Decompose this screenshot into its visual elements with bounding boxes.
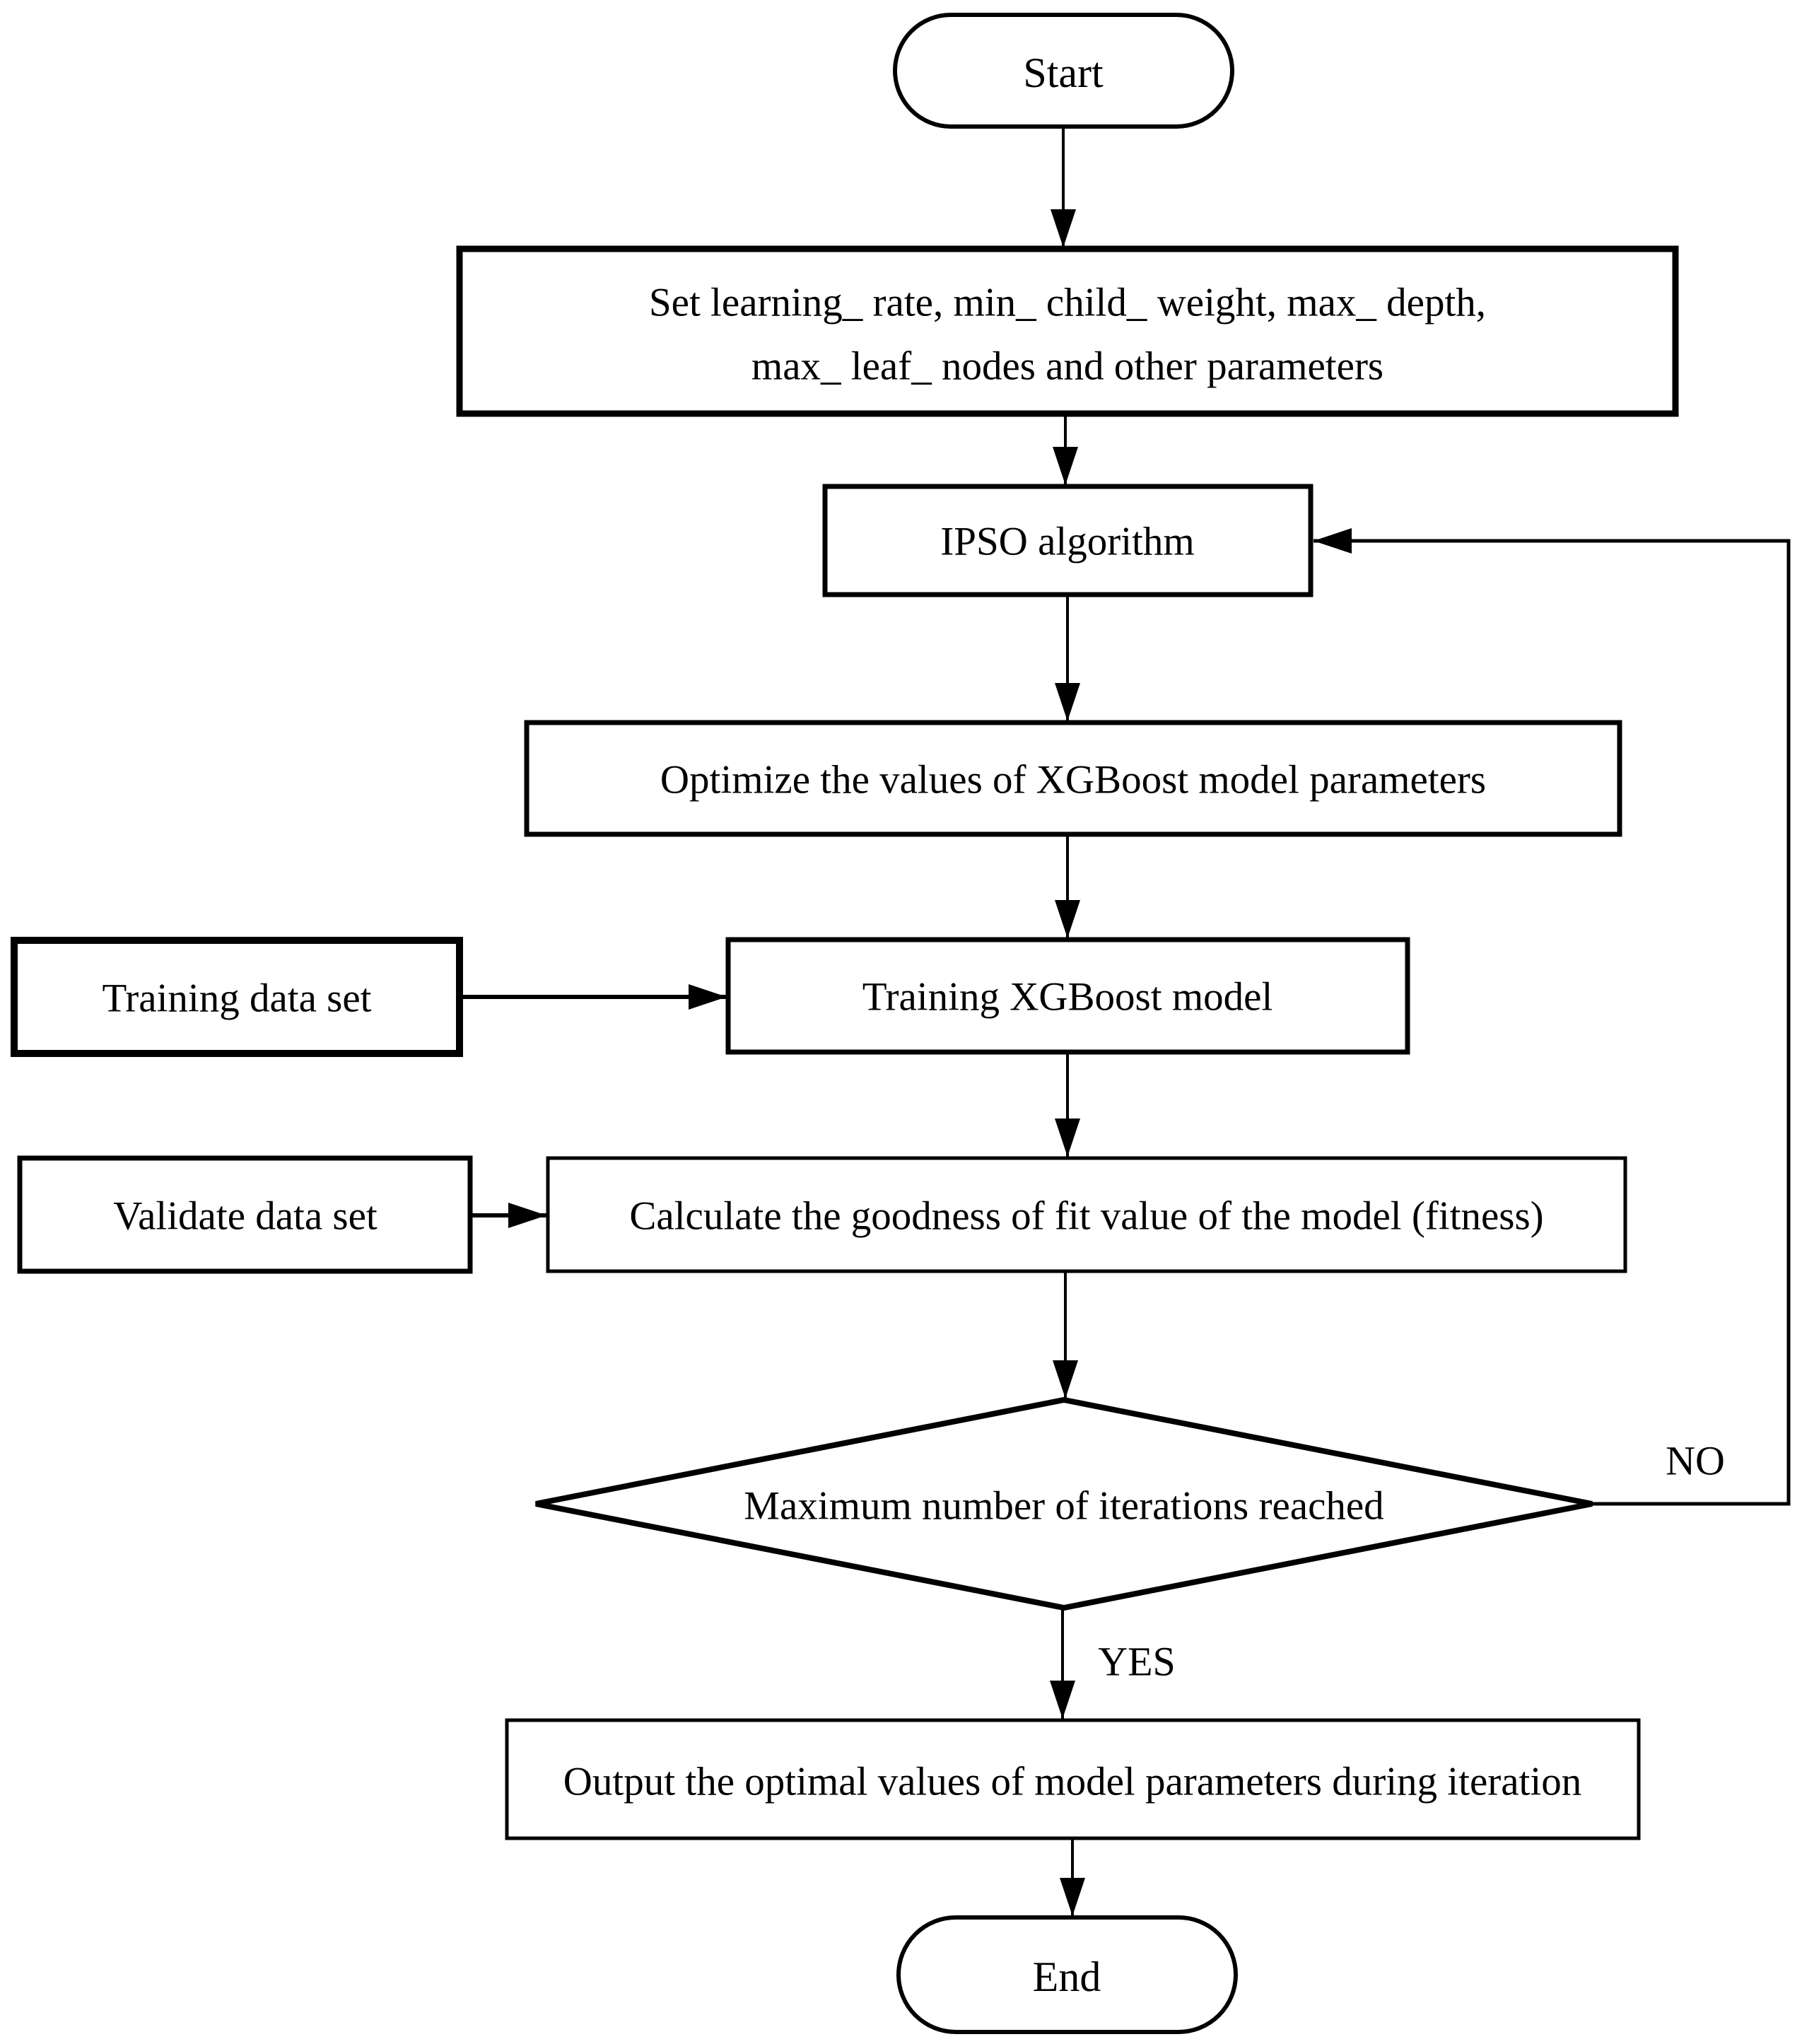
output-label: Output the optimal values of model param… [563,1760,1581,1804]
edge-decision-no-feedback-to-ipso [1314,528,1791,1506]
train-model-shape [725,937,1410,1055]
optimize-label: Optimize the values of XGBoost model par… [660,758,1486,802]
node-end: End [896,1915,1238,2034]
train-model-label: Training XGBoost model [862,975,1273,1020]
node-set-params: Set learning_ rate, min_ child_ weight, … [456,245,1679,417]
node-start: Start [893,13,1234,129]
node-optimize: Optimize the values of XGBoost model par… [524,720,1622,837]
ipso-label: IPSO algorithm [940,520,1194,564]
training-data-shape [11,937,463,1057]
ipso-shape [822,484,1314,597]
start-shape [893,13,1234,129]
validate-data-shape [17,1155,473,1274]
fitness-shape [546,1156,1627,1273]
node-fitness: Calculate the goodness of fit value of t… [546,1156,1627,1273]
node-output: Output the optimal values of model param… [505,1718,1641,1840]
set-params-label-line1: Set learning_ rate, min_ child_ weight, … [649,281,1486,325]
no-branch-label: NO [1666,1438,1725,1484]
set-params-label-line2: max_ leaf_ nodes and other parameters [751,344,1383,389]
node-validate-data: Validate data set [17,1155,473,1274]
start-label: Start [1023,49,1104,96]
fitness-label: Calculate the goodness of fit value of t… [629,1194,1543,1239]
decision-label: Maximum number of iterations reached [744,1484,1383,1529]
node-train-model: Training XGBoost model [725,937,1410,1055]
optimize-shape [524,720,1622,837]
validate-data-label: Validate data set [113,1194,378,1239]
set-params-shape [456,245,1679,417]
end-label: End [1033,1954,1101,2000]
output-shape [505,1718,1641,1840]
yes-branch-label: YES [1098,1639,1176,1685]
training-data-label: Training data set [102,976,371,1021]
end-shape [896,1915,1238,2034]
node-decision: Maximum number of iterations reached [535,1396,1593,1611]
node-training-data: Training data set [11,937,463,1057]
node-ipso: IPSO algorithm [822,484,1314,597]
decision-shape [535,1396,1593,1611]
